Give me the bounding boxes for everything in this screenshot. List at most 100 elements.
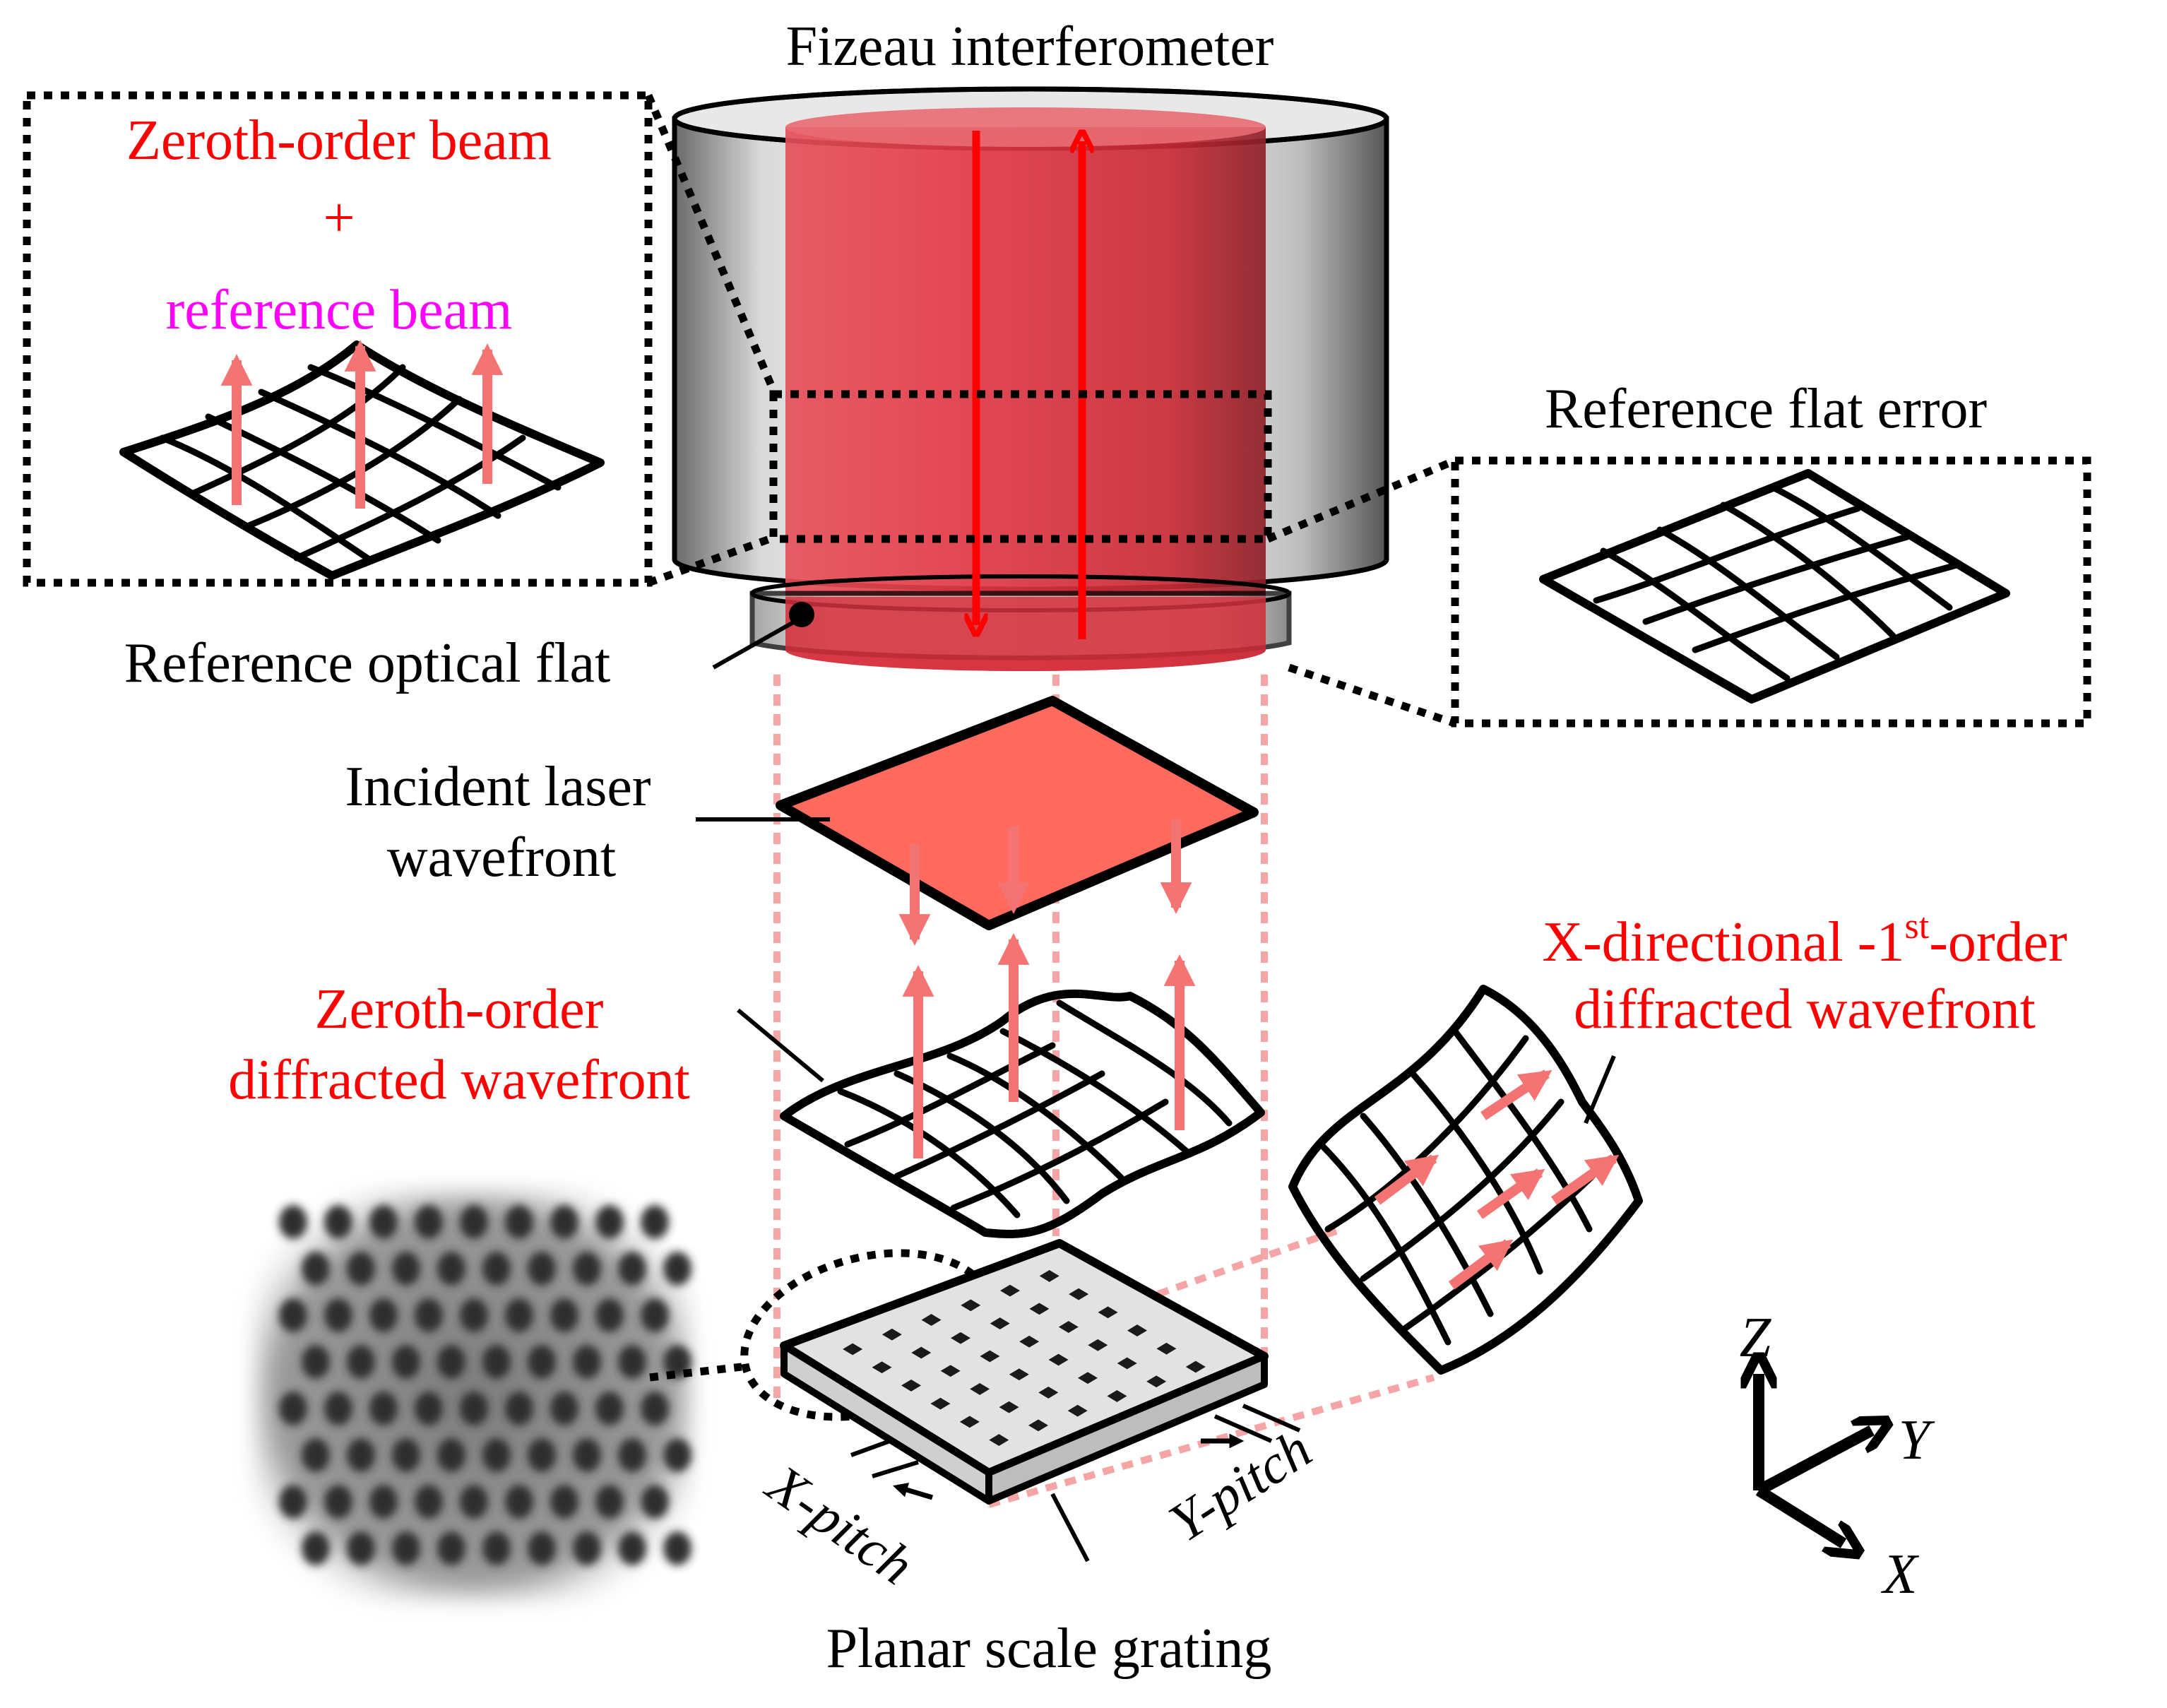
sem-hole (573, 1345, 601, 1379)
optical-flat-marker-dot (789, 602, 814, 627)
sem-hole (369, 1485, 398, 1519)
sem-hole (505, 1205, 533, 1239)
grating-pit (990, 1317, 1010, 1329)
grating-pit (872, 1361, 892, 1374)
sem-hole (324, 1392, 352, 1425)
grating-pit (1098, 1306, 1118, 1319)
sem-hole (641, 1485, 669, 1519)
sem-hole (415, 1205, 443, 1239)
grating-pit (1009, 1368, 1029, 1381)
sem-hole (482, 1438, 511, 1472)
sem-hole (392, 1438, 420, 1472)
sem-hole (324, 1298, 352, 1332)
sem-hole (505, 1485, 533, 1519)
sem-hole (415, 1298, 443, 1332)
sem-hole (528, 1531, 556, 1565)
sem-hole (663, 1252, 691, 1286)
zeroth-diffracted-label-1: Zeroth-order (315, 978, 604, 1040)
grating-pit (1117, 1357, 1137, 1370)
grating-pit (843, 1343, 863, 1356)
sem-hole (550, 1485, 578, 1519)
y-pitch-label: Y-pitch (1158, 1418, 1322, 1554)
sem-hole (618, 1438, 646, 1472)
axis-y-label: Y (1899, 1409, 1935, 1471)
sem-hole (347, 1531, 375, 1565)
x-pitch-markers (850, 1439, 934, 1500)
grating-pit (1028, 1419, 1048, 1432)
sem-hole (302, 1252, 330, 1286)
sem-hole (302, 1345, 330, 1379)
sem-hole (392, 1531, 420, 1565)
fizeau-label: Fizeau interferometer (786, 16, 1274, 78)
incident-laser-wavefront (696, 696, 1259, 946)
planar-scale-grating-label: Planar scale grating (826, 1618, 1272, 1680)
sem-hole (369, 1392, 398, 1425)
sem-hole (618, 1252, 646, 1286)
grating-pit (1038, 1387, 1059, 1399)
grating-pit (1000, 1284, 1020, 1297)
sem-hole (324, 1205, 352, 1239)
planar-scale-grating (780, 1239, 1269, 1562)
grating-pit (911, 1346, 932, 1359)
sem-hole (573, 1438, 601, 1472)
grating-sem-image (254, 1190, 692, 1600)
axis-x-label: X (1881, 1543, 1920, 1606)
sem-hole (279, 1485, 307, 1519)
sem-hole (460, 1298, 488, 1332)
sem-hole (550, 1392, 578, 1425)
sem-hole (415, 1392, 443, 1425)
sem-hole (437, 1252, 465, 1286)
sem-hole (618, 1531, 646, 1565)
sem-hole (324, 1485, 352, 1519)
x-directional-label-2: diffracted wavefront (1574, 978, 2036, 1040)
grating-pit (1107, 1390, 1127, 1402)
x-pitch-label: X-pitch (755, 1452, 925, 1596)
sem-hole (550, 1298, 578, 1332)
sem-hole (641, 1205, 669, 1239)
grating-pit (980, 1350, 1000, 1363)
sem-hole (279, 1205, 307, 1239)
grating-pit (1019, 1335, 1040, 1348)
grating-pit (970, 1383, 990, 1395)
sem-hole (460, 1392, 488, 1425)
callout-wavefront (119, 340, 605, 580)
reference-flat-error-label: Reference flat error (1545, 378, 1987, 440)
cylinder-zoom-box (769, 390, 1272, 543)
grating-pit (1029, 1303, 1050, 1315)
coordinate-axes (1759, 1374, 1872, 1543)
sem-hole (392, 1252, 420, 1286)
sem-hole (437, 1531, 465, 1565)
sem-hole (460, 1205, 488, 1239)
grating-pit (1146, 1375, 1167, 1388)
sem-hole (595, 1485, 624, 1519)
grating-pit (989, 1434, 1009, 1446)
sem-hole (663, 1531, 691, 1565)
sem-hole (618, 1345, 646, 1379)
grating-pit (1067, 1404, 1088, 1417)
sem-hole (347, 1438, 375, 1472)
sem-hole (302, 1438, 330, 1472)
sem-hole (595, 1205, 624, 1239)
grating-pit (999, 1401, 1019, 1413)
grating-pit (959, 1416, 980, 1428)
right-callout (1266, 456, 2091, 728)
sem-hole (528, 1345, 556, 1379)
grating-pit (1058, 1321, 1079, 1333)
x-directional-label-1: X-directional -1st-order (1542, 906, 2067, 973)
sem-hole (369, 1205, 398, 1239)
grating-pit (1039, 1270, 1059, 1282)
sem-hole (595, 1298, 624, 1332)
sem-hole (279, 1392, 307, 1425)
sem-hole (550, 1205, 578, 1239)
sem-hole (505, 1392, 533, 1425)
incident-laser-label-1: Incident laser (345, 756, 651, 818)
sem-hole (369, 1298, 398, 1332)
grating-pit (951, 1332, 970, 1344)
grating-pit (1078, 1372, 1098, 1384)
reference-optical-flat-label: Reference optical flat (124, 632, 610, 694)
left-callout (23, 91, 780, 587)
grating-pit (901, 1380, 921, 1392)
sem-hole (460, 1485, 488, 1519)
grating-pit (1185, 1360, 1206, 1373)
sem-hole (279, 1298, 307, 1332)
